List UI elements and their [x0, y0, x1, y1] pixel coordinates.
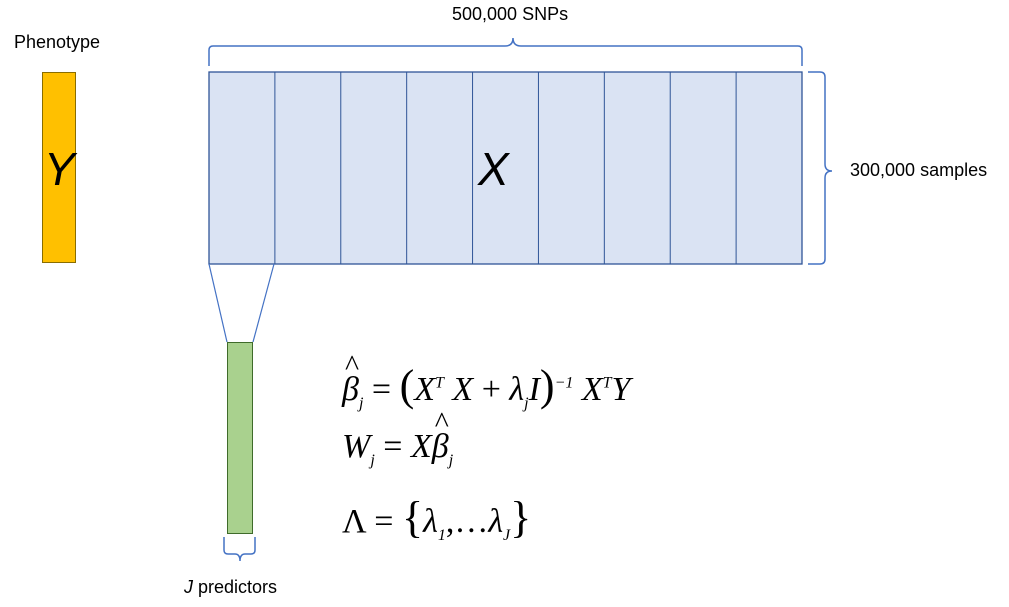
predictors-label: J predictors: [184, 577, 277, 598]
matrix-outline: [208, 71, 803, 265]
equation-w: Wj = Xβj: [342, 406, 453, 470]
predictors-j: J: [184, 577, 193, 597]
genotype-matrix: [208, 71, 803, 265]
phenotype-bar: [42, 72, 76, 263]
matrix-variable: X: [478, 143, 509, 195]
predictors-brace: [223, 537, 256, 562]
predictors-text: predictors: [193, 577, 278, 597]
samples-label: 300,000 samples: [850, 160, 988, 180]
zoom-line-right: [252, 263, 275, 343]
equation-lambda: Λ = {λ1,…λJ}: [342, 493, 532, 544]
snps-brace: [208, 37, 803, 66]
zoom-line-left: [208, 263, 228, 343]
predictor-bar: [227, 342, 253, 534]
equation-beta: βj = (XT X + λjI)−1 XTY: [342, 349, 630, 413]
phenotype-label: Phenotype: [14, 32, 101, 52]
phenotype-variable: Y: [44, 143, 75, 195]
samples-brace: [808, 71, 833, 265]
snps-label: 500,000 SNPs: [452, 4, 569, 24]
